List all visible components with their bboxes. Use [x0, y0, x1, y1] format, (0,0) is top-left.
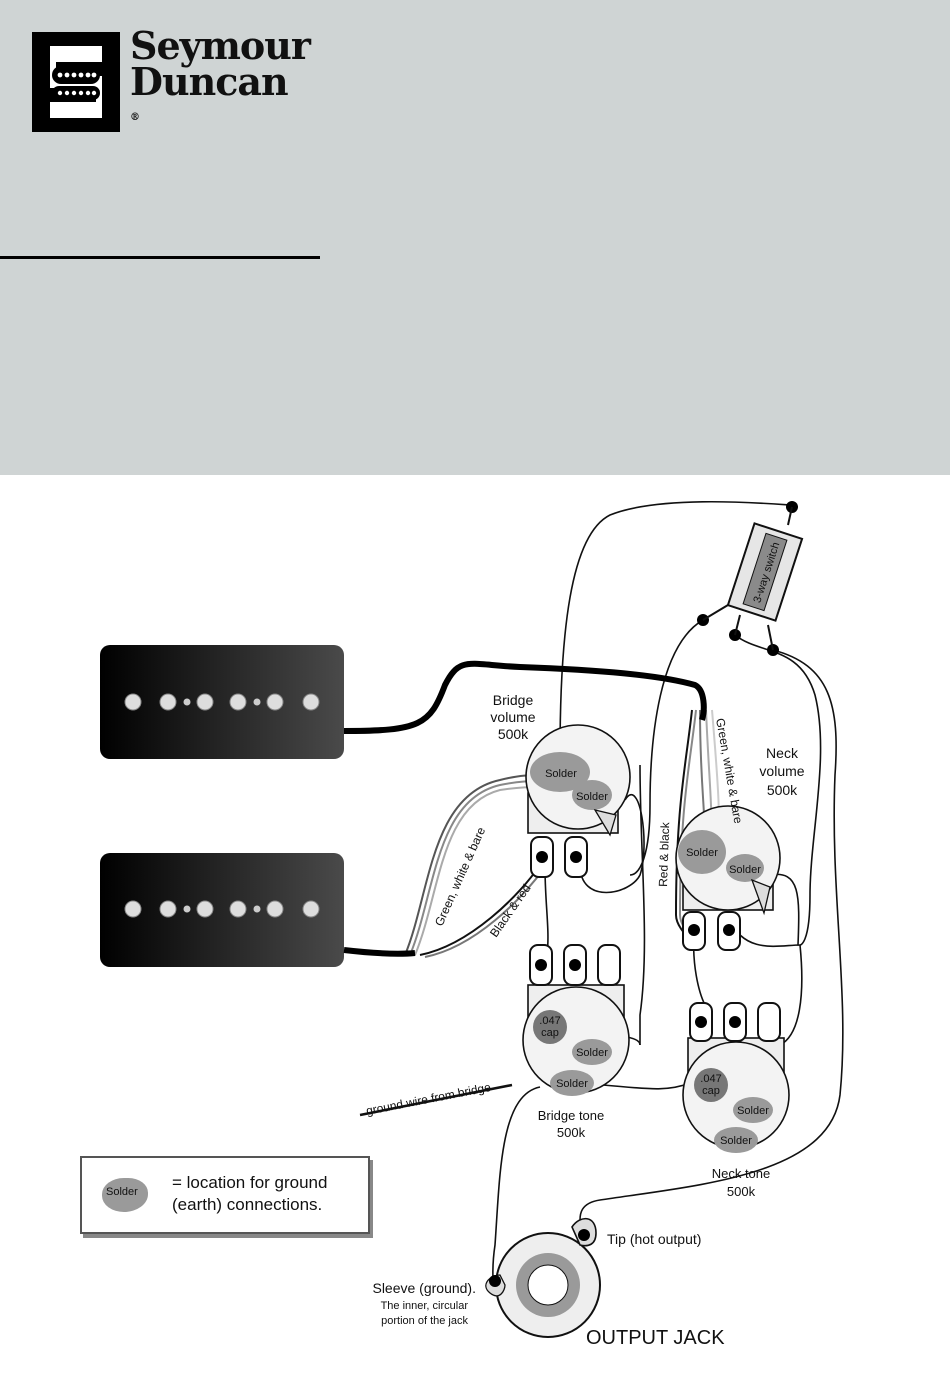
bridge-volume-line3: 500k	[498, 726, 529, 742]
solder-label: Solder	[686, 847, 718, 859]
solder-label: Solder	[720, 1135, 752, 1147]
neck-pickup	[100, 853, 344, 967]
label-ground-wire: ground wire from bridge	[365, 1080, 492, 1118]
sleeve-line2: The inner, circular	[381, 1300, 469, 1312]
cap-value: .047	[539, 1015, 560, 1027]
tip-label: Tip (hot output)	[607, 1231, 701, 1247]
solder-label: Solder	[576, 791, 608, 803]
solder-label: Solder	[556, 1078, 588, 1090]
cap-value: .047	[700, 1073, 721, 1085]
neck-tone-line1: Neck tone	[712, 1166, 771, 1181]
output-jack	[485, 1217, 601, 1338]
cap-unit: cap	[541, 1027, 559, 1039]
cap-unit: cap	[702, 1085, 720, 1097]
bridge-shielded-cable	[343, 660, 707, 734]
brand-line-1: Seymour	[130, 23, 311, 68]
brand-line-2: Duncan	[130, 59, 289, 104]
solder-label: Solder	[576, 1047, 608, 1059]
neck-tone-line2: 500k	[727, 1184, 756, 1199]
thin-wires	[492, 500, 844, 1281]
sleeve-line3: portion of the jack	[381, 1315, 468, 1327]
bridge-tone-pot: .047 cap Solder Solder	[522, 944, 630, 1096]
output-jack-label: OUTPUT JACK	[586, 1327, 725, 1349]
sleeve-line1: Sleeve (ground).	[372, 1280, 476, 1296]
bridge-tone-line1: Bridge tone	[538, 1108, 605, 1123]
solder-label: Solder	[737, 1105, 769, 1117]
legend-box: Solder = location for ground (earth) con…	[80, 1156, 370, 1234]
ground-wire-from-bridge	[359, 1083, 513, 1117]
neck-tone-pot: .047 cap Solder Solder	[682, 1002, 790, 1153]
legend-text: = location for ground (earth) connection…	[172, 1172, 327, 1216]
wiring-diagram: 3-way switch Solder Solder Bridge volume…	[100, 500, 844, 1349]
legend-line-1: = location for ground	[172, 1173, 328, 1192]
label-bridge-black-red: Black & red	[487, 881, 534, 939]
bridge-pickup	[100, 645, 344, 759]
bridge-volume-pot: Solder Solder	[525, 724, 631, 878]
seymour-duncan-logo	[32, 32, 120, 132]
neck-volume-line2: volume	[759, 763, 804, 779]
bridge-lead-br	[419, 864, 546, 958]
solder-blob-icon	[102, 1178, 148, 1212]
brand-name: Seymour Duncan ®	[130, 23, 311, 136]
neck-volume-line1: Neck	[766, 745, 799, 761]
legend-line-2: (earth) connections.	[172, 1195, 323, 1214]
neck-shielded-cable	[343, 947, 416, 957]
bridge-tone-line2: 500k	[557, 1125, 586, 1140]
solder-label: Solder	[729, 864, 761, 876]
bridge-volume-line2: volume	[490, 709, 535, 725]
label-neck-red-black: Red & black	[656, 821, 672, 887]
neck-volume-pot: Solder Solder	[675, 805, 781, 951]
bridge-volume-line1: Bridge	[493, 692, 534, 708]
registered-mark: ®	[130, 112, 140, 123]
legend-solder-label: Solder	[106, 1186, 138, 1198]
neck-volume-line3: 500k	[767, 782, 798, 798]
solder-label: Solder	[545, 768, 577, 780]
header-band: Seymour Duncan ®	[0, 0, 950, 475]
three-way-switch: 3-way switch	[697, 501, 804, 656]
bridge-lead-gwb	[404, 774, 546, 956]
title-rule	[0, 256, 320, 259]
